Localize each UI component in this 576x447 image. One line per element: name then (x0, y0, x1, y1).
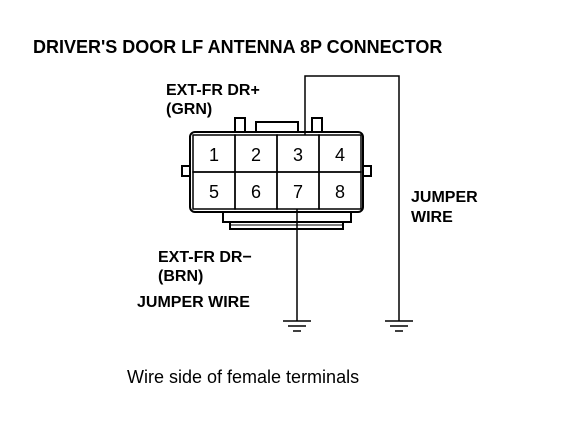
pin-3-number: 3 (293, 145, 303, 165)
caption: Wire side of female terminals (127, 367, 359, 387)
pin-8-cell (318, 171, 362, 210)
ground-symbol-left (283, 320, 311, 332)
pin-8-number: 8 (335, 182, 345, 202)
pin-4-number: 4 (335, 145, 345, 165)
pin-1-number: 1 (209, 145, 219, 165)
pin-grid (192, 134, 362, 210)
connector-body (181, 117, 372, 230)
ext-fr-minus-color-label: (BRN) (158, 268, 203, 285)
jumper-wire-bottom-label: JUMPER WIRE (137, 294, 250, 311)
ground-symbol-right (385, 320, 413, 332)
diagram-title: DRIVER'S DOOR LF ANTENNA 8P CONNECTOR (33, 37, 442, 57)
pin-2-number: 2 (251, 145, 261, 165)
pin-6-number: 6 (251, 182, 261, 202)
ext-fr-minus-label: EXT-FR DR− (158, 249, 252, 266)
ext-fr-plus-label: EXT-FR DR+ (166, 82, 260, 99)
jumper-wire-right-label-line1: JUMPER (411, 189, 478, 206)
pin-5-number: 5 (209, 182, 219, 202)
jumper-wire-right-label-line2: WIRE (411, 209, 453, 226)
ext-fr-plus-color-label: (GRN) (166, 101, 212, 118)
pin-7-number: 7 (293, 182, 303, 202)
jumper-wire-pin3 (304, 75, 400, 321)
